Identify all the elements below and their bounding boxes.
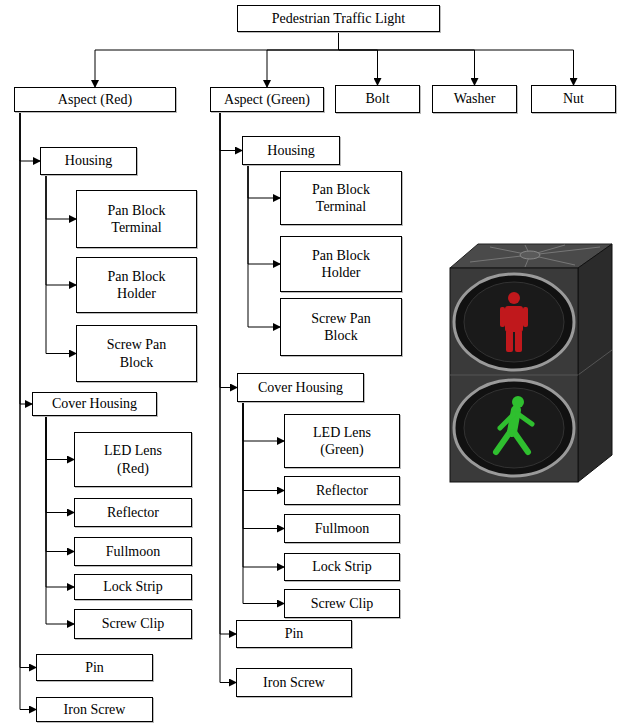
tree-connector: [46, 416, 74, 513]
tree-connector: [243, 402, 284, 491]
part-box: Pan Block Terminal: [280, 171, 402, 225]
part-box: Aspect (Green): [210, 87, 324, 112]
green-walking-figure: [496, 396, 532, 452]
tree-connector: [243, 402, 284, 567]
green-lens: [454, 380, 574, 476]
part-label: Pan Block Holder: [97, 268, 177, 303]
part-label: Housing: [65, 152, 112, 170]
part-box: Screw Pan Block: [280, 298, 402, 356]
tree-connector: [46, 416, 74, 587]
tree-connector: [243, 402, 284, 441]
tree-connector: [339, 32, 475, 85]
part-label: Aspect (Red): [58, 91, 132, 109]
part-label: Fullmoon: [106, 543, 160, 561]
tree-connector: [220, 112, 236, 634]
part-label: Lock Strip: [312, 558, 372, 576]
part-label: LED Lens (Green): [302, 424, 382, 459]
part-box: Aspect (Red): [14, 87, 176, 112]
part-box: Washer: [432, 85, 517, 113]
tree-connector: [220, 112, 236, 683]
red-standing-figure: [500, 292, 528, 352]
part-label: Screw Pan Block: [97, 336, 177, 371]
tree-connector: [220, 112, 237, 388]
tree-connector: [267, 32, 339, 87]
tree-connector: [339, 32, 378, 85]
tree-connector: [339, 32, 574, 85]
part-box: Housing: [40, 147, 137, 175]
tree-connector: [220, 112, 242, 151]
part-label: Reflector: [107, 504, 159, 522]
part-box: Cover Housing: [32, 392, 157, 416]
part-label: Pin: [85, 659, 104, 677]
part-box: Screw Clip: [74, 609, 192, 639]
part-label: Lock Strip: [103, 578, 163, 596]
tree-connector: [248, 165, 280, 327]
part-box: Screw Pan Block: [76, 325, 197, 382]
tree-connector: [243, 402, 284, 529]
part-box: Iron Screw: [236, 668, 352, 697]
part-box: Bolt: [335, 85, 420, 113]
part-label: Iron Screw: [64, 701, 126, 719]
root-box: Pedestrian Traffic Light: [237, 5, 440, 32]
part-label: Pan Block Holder: [301, 247, 381, 282]
light-side: [578, 244, 612, 482]
part-box: Screw Clip: [284, 589, 400, 618]
part-label: Fullmoon: [315, 520, 369, 538]
part-label: Pin: [285, 625, 304, 643]
tree-connector: [46, 416, 74, 460]
red-lens: [454, 274, 574, 370]
part-label: Cover Housing: [52, 395, 137, 413]
part-box: Nut: [531, 85, 616, 113]
light-front: [450, 268, 578, 482]
tree-connector: [46, 175, 76, 219]
part-label: Housing: [267, 142, 314, 160]
part-box: Iron Screw: [36, 697, 153, 722]
part-box: Pan Block Holder: [280, 236, 402, 292]
part-label: Aspect (Green): [224, 91, 310, 109]
tree-connector: [95, 32, 339, 87]
part-label: Cover Housing: [258, 379, 343, 397]
tree-connector: [46, 416, 74, 552]
part-box: Pin: [236, 620, 352, 648]
tree-connector: [248, 165, 280, 198]
tree-connector: [20, 112, 40, 161]
part-box: Cover Housing: [237, 373, 364, 402]
part-label: Screw Clip: [102, 615, 165, 633]
part-box: Pan Block Terminal: [76, 190, 197, 248]
part-box: Pan Block Holder: [76, 257, 197, 313]
part-label: Iron Screw: [263, 674, 325, 692]
part-box: Pin: [36, 654, 153, 681]
tree-connector: [46, 175, 76, 354]
part-box: Fullmoon: [74, 537, 192, 566]
tree-connector: [243, 402, 284, 604]
part-box: Fullmoon: [284, 514, 400, 543]
part-label: Pedestrian Traffic Light: [272, 10, 406, 28]
part-label: Bolt: [365, 90, 389, 108]
part-label: Nut: [563, 90, 584, 108]
part-box: Housing: [242, 136, 340, 165]
tree-connector: [46, 416, 74, 624]
part-label: LED Lens (Red): [93, 442, 173, 477]
part-box: Reflector: [74, 498, 192, 527]
tree-connector: [20, 112, 36, 668]
top-ribs: [470, 245, 600, 267]
part-box: Reflector: [284, 476, 400, 505]
part-box: LED Lens (Red): [74, 432, 192, 487]
part-label: Screw Clip: [311, 595, 374, 613]
tree-connector: [248, 165, 280, 264]
part-label: Pan Block Terminal: [97, 202, 177, 237]
tree-connector: [20, 112, 32, 404]
part-box: Lock Strip: [74, 574, 192, 600]
part-label: Reflector: [316, 482, 368, 500]
part-label: Screw Pan Block: [301, 310, 381, 345]
part-label: Washer: [454, 90, 496, 108]
part-box: Lock Strip: [284, 553, 400, 581]
part-box: LED Lens (Green): [284, 414, 400, 468]
part-label: Pan Block Terminal: [301, 181, 381, 216]
tree-connector: [46, 175, 76, 285]
